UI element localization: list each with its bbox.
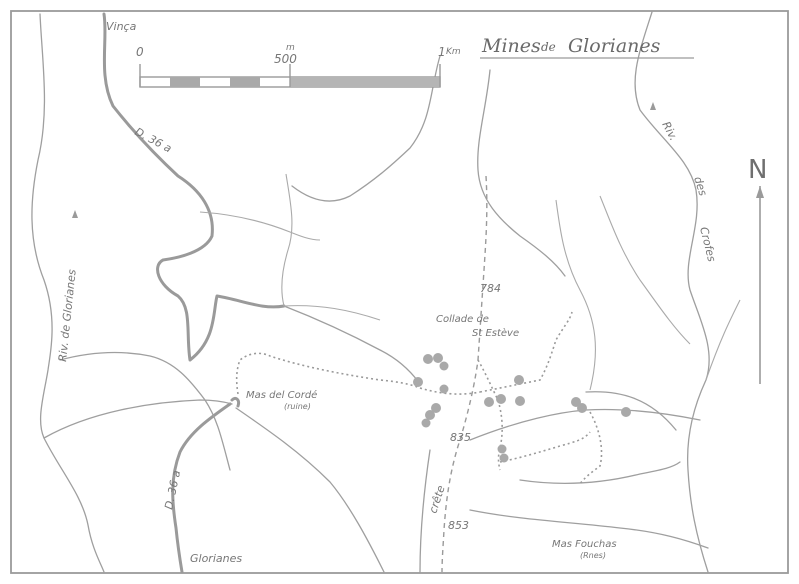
mine-point: [577, 403, 587, 413]
track-collade-loop: [477, 359, 503, 471]
stream-fork-6: [705, 299, 741, 381]
road-d36a-south: [171, 402, 232, 574]
river-glorianes: [31, 13, 105, 573]
scale-bar: 0 500 m 1 Km: [136, 43, 461, 88]
stream-west-2: [43, 399, 233, 439]
label-collade-2: St Estève: [472, 327, 519, 339]
mine-point: [439, 361, 449, 371]
stream-south: [419, 449, 431, 573]
flow-arrow-icon: [650, 102, 656, 110]
road-spur: [230, 396, 240, 408]
north-arrow: N: [748, 155, 767, 384]
scale-mid-unit: m: [286, 43, 295, 53]
scale-end-unit: Km: [446, 47, 461, 57]
label-river-crofes-1: Riv.: [659, 119, 680, 143]
stream-fork-3: [283, 305, 381, 321]
mine-point: [515, 396, 525, 406]
mine-point: [484, 397, 494, 407]
elevation-835: 835: [450, 431, 471, 444]
road-d36a: [102, 12, 286, 362]
label-river-glorianes: Riv. de Glorianes: [56, 269, 79, 363]
label-collade-1: Collade de: [436, 314, 489, 325]
elevation-784: 784: [480, 282, 501, 295]
north-arrow-head: [756, 186, 764, 198]
mine-point: [621, 407, 631, 417]
stream-southeast: [519, 461, 681, 484]
scale-mid: 500: [274, 52, 297, 66]
label-crest: crête: [426, 484, 447, 515]
map-frame: [10, 10, 789, 574]
stream-east: [585, 391, 677, 431]
scale-zero: 0: [136, 45, 144, 59]
stream-fork-2: [281, 173, 293, 307]
stream-fork-5: [599, 195, 691, 345]
north-label: N: [748, 155, 767, 185]
track-mas-del-corde: [235, 352, 481, 395]
mine-point: [514, 375, 524, 385]
stream-fork-4: [555, 199, 597, 391]
mine-point: [423, 354, 433, 364]
mine-point: [499, 453, 509, 463]
stream-north-2: [477, 69, 566, 277]
mine-point: [497, 444, 507, 454]
label-mas-del-corde-note: (ruine): [284, 402, 311, 411]
title-place: Glorianes: [568, 35, 661, 57]
mine-point: [431, 403, 441, 413]
mine-workings: [413, 353, 631, 463]
track-mine-workings: [499, 431, 591, 463]
title-main: Mines: [481, 35, 541, 57]
stream-fork-1: [199, 211, 321, 241]
crest-line: [441, 175, 488, 573]
title-joiner: de: [541, 40, 556, 54]
flow-arrow-icon: [72, 210, 78, 218]
label-mas-del-corde: Mas del Cordé: [246, 389, 317, 401]
stream-north: [291, 55, 441, 202]
river-crofes: [634, 11, 710, 573]
scale-end: 1: [438, 45, 446, 59]
stream-southeast-2: [469, 509, 709, 549]
mine-point: [496, 394, 506, 404]
elevation-853: 853: [448, 519, 469, 532]
label-mas-fouchas: Mas Fouchas: [552, 539, 617, 550]
label-vinca: Vinça: [106, 20, 137, 33]
mine-point: [425, 410, 435, 420]
mine-point: [413, 377, 423, 387]
label-glorianes: Glorianes: [190, 552, 242, 565]
mine-point: [439, 384, 449, 394]
stream-center-2: [283, 305, 421, 385]
label-mas-fouchas-note: (Rnes): [580, 551, 606, 560]
track-south-loop: [579, 411, 603, 485]
stream-east-2: [469, 408, 701, 441]
stream-west: [59, 351, 231, 471]
stream-center: [235, 407, 385, 573]
label-river-crofes-3: Crofes: [697, 226, 718, 264]
map-title: Mines de Glorianes: [480, 35, 694, 59]
track-collade-east: [479, 311, 573, 393]
label-road-bottom: D. 36 a: [162, 469, 183, 511]
mine-point: [421, 418, 431, 428]
label-river-crofes-2: des: [691, 175, 709, 198]
mine-point: [433, 353, 443, 363]
